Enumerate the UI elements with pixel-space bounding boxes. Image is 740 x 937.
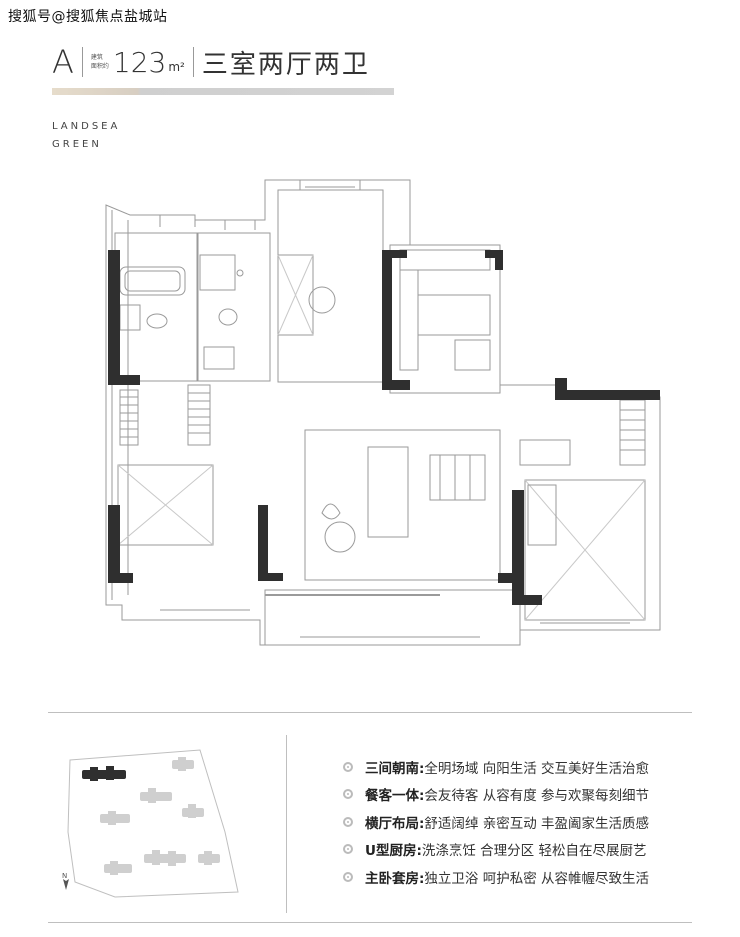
north-label: N <box>62 872 67 880</box>
accent-bar <box>52 88 394 95</box>
section-divider-bottom <box>48 922 692 923</box>
feature-text: 洗涤烹饪 合理分区 轻松自在尽展厨艺 <box>421 843 647 860</box>
bullet-icon <box>343 844 353 855</box>
feature-text: 全明场域 向阳生活 交互美好生活治愈 <box>424 760 649 777</box>
list-item: 横厅布局: 舒适阔绰 亲密互动 丰盈阖家生活质感 <box>343 808 649 836</box>
list-item: 三间朝南: 全明场域 向阳生活 交互美好生活治愈 <box>343 753 649 781</box>
brand-logo-text: LANDSEA GREEN <box>52 118 120 154</box>
area-label: 建筑 面积约 <box>91 53 109 71</box>
bullet-icon <box>343 816 353 827</box>
feature-list: 三间朝南: 全明场域 向阳生活 交互美好生活治愈 餐客一体: 会友待客 从容有度… <box>343 753 649 891</box>
feature-key: 横厅布局: <box>365 815 425 832</box>
section-vertical-divider <box>286 735 287 913</box>
header-divider <box>192 47 194 77</box>
list-item: 餐客一体: 会友待客 从容有度 参与欢聚每刻细节 <box>343 781 649 809</box>
feature-text: 舒适阔绰 亲密互动 丰盈阖家生活质感 <box>424 815 649 832</box>
header-divider <box>81 47 83 77</box>
north-arrow-icon <box>63 879 69 890</box>
bullet-icon <box>343 871 353 882</box>
feature-text: 会友待客 从容有度 参与欢聚每刻细节 <box>424 788 649 805</box>
area-label-line2: 面积约 <box>90 63 109 70</box>
watermark-text: 搜狐号@搜狐焦点盐城站 <box>8 9 168 25</box>
brand-line1: LANDSEA <box>52 121 121 132</box>
feature-key: 三间朝南: <box>365 760 425 777</box>
bullet-icon <box>343 761 353 772</box>
area-unit: m² <box>168 60 185 74</box>
bullet-icon <box>343 789 353 800</box>
list-item: U型厨房: 洗涤烹饪 合理分区 轻松自在尽展厨艺 <box>343 836 649 864</box>
layout-title: 三室两厅两卫 <box>201 49 370 80</box>
unit-header: A 建筑 面积约 123 m² 三室两厅两卫 <box>52 40 370 84</box>
feature-key: 主卧套房: <box>365 870 425 887</box>
list-item: 主卧套房: 独立卫浴 呵护私密 从容帷幄尽致生活 <box>343 863 649 891</box>
floor-plan-drawing <box>105 179 661 646</box>
feature-key: U型厨房: <box>365 843 422 860</box>
area-label-line1: 建筑 <box>90 54 103 61</box>
feature-text: 独立卫浴 呵护私密 从容帷幄尽致生活 <box>424 870 649 887</box>
area-value: 123 <box>112 45 167 79</box>
section-divider-top <box>48 712 692 713</box>
unit-type-letter: A <box>52 43 74 81</box>
feature-key: 餐客一体: <box>365 788 425 805</box>
site-plan-map: N <box>62 749 239 898</box>
brand-line2: GREEN <box>52 139 102 150</box>
